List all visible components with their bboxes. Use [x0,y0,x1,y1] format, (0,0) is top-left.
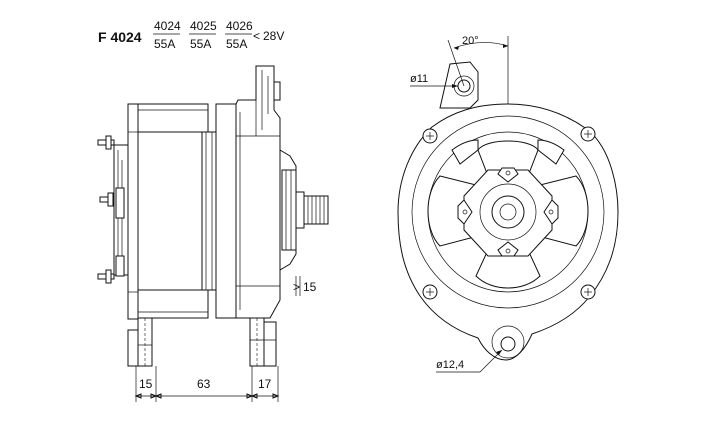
variant-part: 4026 [226,19,253,33]
bottom-hole-label: ø12,4 [436,359,464,371]
variant-part: 4025 [190,19,217,33]
variant-current: 55A [226,37,247,51]
dim-mount-span: 63 [197,377,211,391]
top-hole-label: ø11 [410,73,428,85]
dimension-lines [134,276,301,402]
variant-4026: 4026 55A [225,19,253,51]
bottom-mount-hole [491,325,525,359]
rear-end-plate [127,103,139,320]
front-housing [215,65,281,319]
side-view: 15 63 17 > 15 [97,65,329,402]
header-block: F 4024 4024 55A 4025 55A 4026 55A < 28V [98,19,284,51]
mounting-foot-front [249,317,277,368]
rear-terminals [97,135,129,284]
dim-pulley: 15 [303,280,317,294]
voltage-bracket: < [253,29,260,43]
dim-mount-left: 15 [139,377,153,391]
angle-label: 20° [462,35,479,47]
stator-body [137,103,217,319]
variant-4025: 4025 55A [189,19,217,51]
fan-and-pulley [279,149,329,271]
variant-part: 4024 [154,19,181,33]
central-hub [457,167,559,257]
dim-pulley-mark: > [293,280,300,294]
angle-annotation [447,36,509,104]
variant-current: 55A [190,37,211,51]
dim-mount-right: 17 [258,377,272,391]
front-view: 20° ø11 ø12,4 [397,35,619,373]
model-label: F 4024 [98,29,142,45]
mounting-foot-rear [127,317,153,368]
variant-4024: 4024 55A [153,19,181,51]
voltage-label: 28V [263,29,284,43]
corner-screws [422,126,596,300]
variant-current: 55A [154,37,175,51]
